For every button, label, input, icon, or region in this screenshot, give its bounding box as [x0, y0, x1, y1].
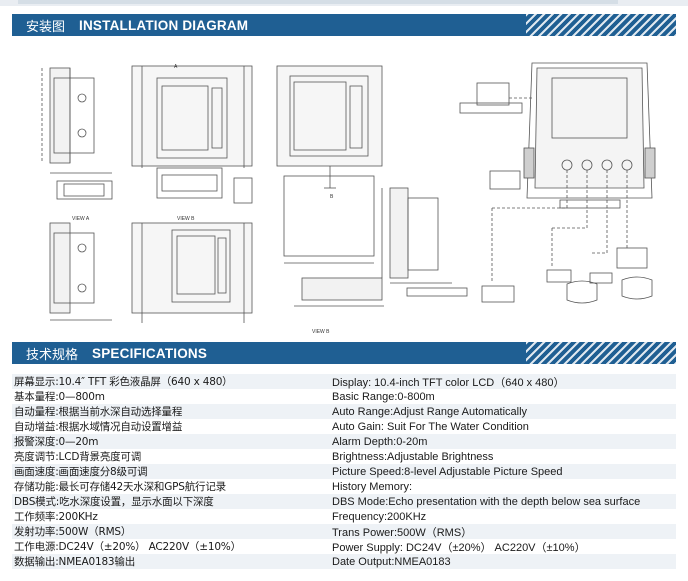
spec-cn-key: 屏幕显示:: [14, 376, 59, 388]
spec-cn-key: 自动增益:: [14, 421, 59, 433]
wiring-schematic: [459, 82, 628, 283]
marker-b-label: B: [330, 194, 334, 200]
view-b-label-2: VIEW B: [312, 329, 330, 333]
specifications-title-en: SPECIFICATIONS: [92, 345, 208, 361]
spec-en: History Memory:: [332, 480, 413, 493]
spec-en: Frequency:200KHz: [332, 510, 427, 523]
spec-cn: 自动增益:根据水域情况自动设置增益: [12, 419, 332, 434]
spec-en: Alarm Depth:0-20m: [332, 435, 428, 448]
installation-title-cn: 安装图: [26, 19, 66, 35]
installation-banner: 安装图 INSTALLATION DIAGRAM: [12, 14, 676, 36]
spec-cn: 自动量程:根据当前水深自动选择量程: [12, 404, 332, 419]
spec-en: Trans Power:500W（RMS）: [332, 526, 473, 539]
display-side-view: [381, 187, 468, 297]
flush-mount-view: [283, 175, 384, 307]
spec-cn-key: 数据输出:: [14, 556, 59, 568]
front-view-top-right: [276, 65, 383, 189]
banner-stripes: [526, 342, 676, 364]
spec-cn: 报警深度:0—20m: [12, 434, 332, 449]
spec-row-display: 屏幕显示:10.4″ TFT 彩色液晶屏（640 x 480）Display: …: [12, 374, 676, 389]
spec-en: Brightness:Adjustable Brightness: [332, 450, 494, 463]
spec-cn-value: 最长可存储42天水深和GPS航行记录: [58, 481, 227, 493]
installation-title-en: INSTALLATION DIAGRAM: [79, 17, 249, 33]
spec-en: Display: 10.4-inch TFT color LCD（640 x 4…: [332, 376, 565, 389]
spec-cn: DBS模式:吃水深度设置，显示水面以下深度: [12, 494, 332, 509]
spec-cn-value: 10.4″ TFT 彩色液晶屏（640 x 480）: [58, 376, 233, 388]
spec-cn-value: 吃水深度设置，显示水面以下深度: [59, 496, 214, 508]
spec-en: Date Output:NMEA0183: [332, 555, 451, 568]
top-strip-cut: [18, 0, 618, 4]
spec-cn-key: 亮度调节:: [14, 451, 59, 463]
spec-en: Picture Speed:8-level Adjustable Picture…: [332, 465, 563, 478]
spec-cn-key: 画面速度:: [14, 466, 59, 478]
installation-diagram: VIEW A VIEW B VIEW B A B: [12, 38, 676, 333]
schematic-boxes: [481, 170, 653, 304]
spec-cn: 数据输出:NMEA0183输出: [12, 554, 332, 569]
spec-cn-key: 工作电源:: [14, 541, 59, 553]
spec-cn-value: 根据水域情况自动设置增益: [58, 421, 183, 433]
spec-cn-value: 0—800m: [58, 391, 105, 403]
spec-cn-value: 根据当前水深自动选择量程: [58, 406, 183, 418]
spec-cn-key: 自动量程:: [14, 406, 59, 418]
spec-cn-key: 基本量程:: [14, 391, 59, 403]
unit-rear-view: [523, 62, 656, 209]
spec-cn: 工作电源:DC24V（±20%） AC220V（±10%）: [12, 539, 332, 554]
spec-cn: 基本量程:0—800m: [12, 389, 332, 404]
spec-en: Power Supply: DC24V（±20%） AC220V（±10%）: [332, 541, 586, 554]
spec-cn-value: 画面速度分8级可调: [58, 466, 148, 478]
spec-cn: 画面速度:画面速度分8级可调: [12, 464, 332, 479]
spec-cn-key: 存储功能:: [14, 481, 59, 493]
spec-cn: 存储功能:最长可存储42天水深和GPS航行记录: [12, 479, 332, 494]
spec-cn-value: 0—20m: [58, 436, 99, 448]
spec-en: Auto Gain: Suit For The Water Condition: [332, 420, 529, 433]
spec-cn-value: NMEA0183输出: [58, 556, 136, 568]
spec-cn-key: DBS模式:: [14, 496, 60, 508]
spec-row-trans-power: 发射功率:500W（RMS）Trans Power:500W（RMS）: [12, 524, 676, 539]
spec-cn-key: 发射功率:: [14, 526, 59, 538]
specifications-table: 屏幕显示:10.4″ TFT 彩色液晶屏（640 x 480）Display: …: [12, 374, 676, 569]
spec-cn-value: LCD背景亮度可调: [58, 451, 142, 463]
top-strip: [0, 0, 688, 6]
spec-en: DBS Mode:Echo presentation with the dept…: [332, 495, 641, 508]
front-view-top: [131, 65, 253, 168]
specifications-banner: 技术规格 SPECIFICATIONS: [12, 342, 676, 364]
side-mount-view-bottom: [49, 222, 112, 321]
spec-cn-value: DC24V（±20%） AC220V（±10%）: [58, 541, 242, 553]
front-view-bottom: [131, 222, 253, 323]
view-b-label: VIEW B: [177, 216, 195, 222]
view-a-label: VIEW A: [72, 216, 90, 222]
spec-cn-value: 500W（RMS）: [58, 526, 132, 538]
spec-cn: 发射功率:500W（RMS）: [12, 524, 332, 539]
banner-stripes: [526, 14, 676, 36]
spec-cn-value: 200KHz: [58, 511, 98, 523]
spec-en: Auto Range:Adjust Range Automatically: [332, 405, 528, 418]
spec-en: Basic Range:0-800m: [332, 390, 435, 403]
specifications-title-cn: 技术规格: [26, 347, 79, 363]
spec-row-power-supply: 工作电源:DC24V（±20%） AC220V（±10%）Power Suppl…: [12, 539, 676, 554]
marker-a-label: A: [174, 64, 178, 70]
spec-cn-key: 报警深度:: [14, 436, 59, 448]
spec-cn: 屏幕显示:10.4″ TFT 彩色液晶屏（640 x 480）: [12, 374, 332, 389]
side-mount-view-top: [41, 67, 112, 174]
spec-cn: 工作频率:200KHz: [12, 509, 332, 524]
diagram-svg: VIEW A VIEW B VIEW B A B: [41, 62, 656, 333]
spec-cn-key: 工作频率:: [14, 511, 59, 523]
spec-cn: 亮度调节:LCD背景亮度可调: [12, 449, 332, 464]
bracket-views: [56, 167, 253, 204]
